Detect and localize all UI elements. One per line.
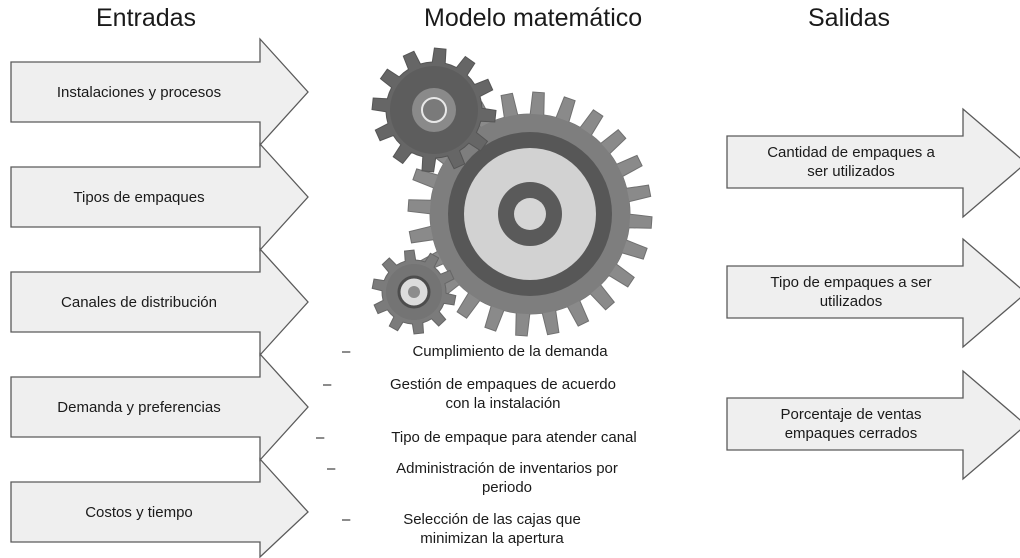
input-arrow-1: Instalaciones y procesos <box>10 37 310 147</box>
output-label-3-line-2: empaques cerrados <box>784 425 918 442</box>
output-label-3-line-1: Porcentaje de ventas <box>780 406 922 423</box>
dash-1: – <box>342 343 351 360</box>
input-arrow-4: Demanda y preferencias <box>10 352 310 462</box>
input-label-5: Costos y tiempo <box>85 503 193 521</box>
output-label-2-line-1: Tipo de empaques a ser <box>770 274 932 291</box>
outputs-header: Salidas <box>808 4 890 32</box>
model-item-5-line-1: Selección de las cajas que <box>403 511 581 528</box>
input-label-2: Tipos de empaques <box>73 188 205 206</box>
dash-5: – <box>342 511 351 528</box>
model-item-4-line-1: Administración de inventarios por <box>396 460 618 477</box>
output-arrow-1: Cantidad de empaques a ser utilizados <box>726 107 1020 219</box>
output-label-1-line-2: ser utilizados <box>807 163 895 180</box>
dash-4: – <box>327 460 336 477</box>
input-arrow-5: Costos y tiempo <box>10 457 310 558</box>
output-arrow-3: Porcentaje de ventas empaques cerrados <box>726 369 1020 481</box>
gear-icon-small-bottom <box>371 249 457 335</box>
dash-3: – <box>316 429 325 446</box>
model-item-3-line-1: Tipo de empaque para atender canal <box>391 429 637 446</box>
output-label-2-line-2: utilizados <box>819 293 883 310</box>
dash-2: – <box>323 376 332 393</box>
output-label-1-line-1: Cantidad de empaques a <box>767 144 935 161</box>
input-arrow-3: Canales de distribución <box>10 247 310 357</box>
model-item-2-line-2: con la instalación <box>445 395 561 412</box>
inputs-header: Entradas <box>96 4 197 32</box>
model-item-1-line-1: Cumplimiento de la demanda <box>412 343 608 360</box>
output-arrow-2: Tipo de empaques a ser utilizados <box>726 237 1020 349</box>
model-item-2-line-1: Gestión de empaques de acuerdo <box>390 376 616 393</box>
model-item-5-line-2: minimizan la apertura <box>420 530 564 547</box>
model-item-4-line-2: periodo <box>481 479 533 496</box>
gear-icon-large <box>407 91 653 337</box>
gear-icon-small-top <box>371 47 497 173</box>
input-label-1: Instalaciones y procesos <box>56 83 222 101</box>
input-label-4: Demanda y preferencias <box>57 398 221 416</box>
input-arrow-2: Tipos de empaques <box>10 142 310 252</box>
model-header: Modelo matemático <box>424 4 643 32</box>
input-label-3: Canales de distribución <box>61 293 217 311</box>
